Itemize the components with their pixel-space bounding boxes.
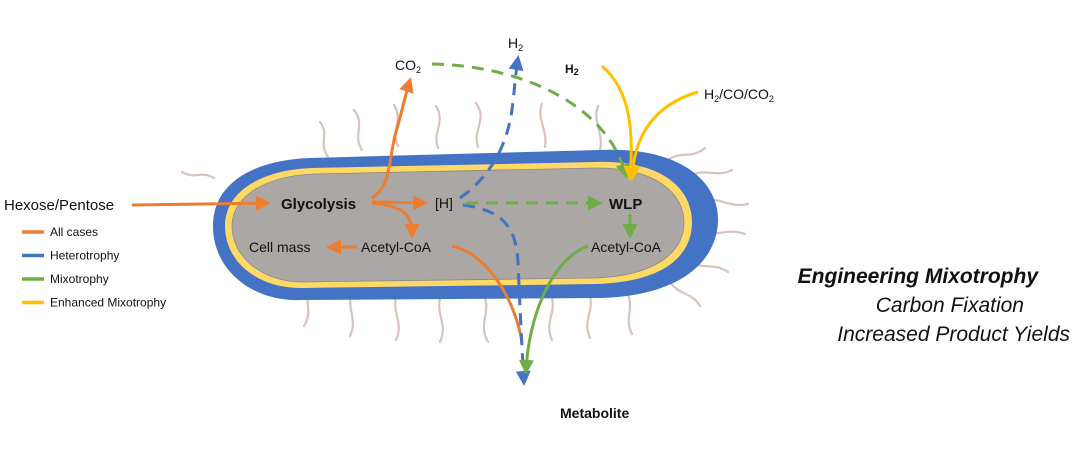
hexose-pentose-label: Hexose/Pentose bbox=[4, 197, 114, 214]
h2-right-label: H2 bbox=[565, 62, 579, 77]
flagellum bbox=[434, 104, 441, 150]
acetyl-coa-right-label: Acetyl-CoA bbox=[591, 239, 662, 255]
glycolysis-to-co2-arrow bbox=[371, 77, 414, 200]
flagellum bbox=[438, 296, 444, 344]
h2-to-wlp-arrow bbox=[601, 64, 639, 181]
syngas-to-wlp-arrow bbox=[625, 90, 699, 181]
syngas-label: H2/CO/CO2 bbox=[704, 86, 774, 104]
h-to-h2-arrow bbox=[459, 55, 524, 200]
cytoplasm bbox=[231, 167, 685, 283]
acetylcoa-to-metabolite-green-arrow bbox=[518, 244, 589, 375]
flagellum bbox=[394, 294, 400, 342]
flagellum bbox=[539, 102, 547, 149]
flagellum bbox=[548, 296, 554, 342]
flagellum bbox=[668, 280, 702, 308]
flagellum bbox=[482, 296, 490, 344]
legend-label: Heterotrophy bbox=[50, 249, 119, 263]
legend: All casesHeterotrophyMixotrophyEnhanced … bbox=[22, 225, 166, 310]
legend-label: Mixotrophy bbox=[50, 272, 109, 286]
green-arrows bbox=[431, 62, 638, 375]
h-reducing-label: [H] bbox=[435, 195, 453, 211]
flagellum bbox=[180, 170, 216, 180]
co2-label: CO2 bbox=[395, 57, 421, 75]
orange-arrows bbox=[131, 77, 524, 343]
cell-mass-label: Cell mass bbox=[249, 239, 310, 255]
h-to-metabolite-arrow bbox=[462, 203, 531, 386]
side-text-line3: Increased Product Yields bbox=[837, 323, 1070, 346]
glycolysis-to-h-arrow bbox=[371, 195, 428, 211]
side-text-line1: Engineering Mixotrophy bbox=[798, 265, 1040, 288]
flagellum bbox=[666, 146, 707, 162]
flagellum bbox=[318, 120, 330, 159]
side-text-line2: Carbon Fixation bbox=[876, 294, 1024, 317]
wlp-label: WLP bbox=[609, 196, 642, 213]
flagellum bbox=[690, 168, 734, 177]
h2-top-label: H2 bbox=[508, 35, 523, 53]
blue-arrows bbox=[459, 55, 531, 386]
glycolysis-to-acetylcoa-arrow bbox=[371, 201, 420, 239]
yellow-arrows bbox=[601, 64, 699, 181]
flagellum bbox=[474, 101, 482, 149]
acetyl-coa-left-label: Acetyl-CoA bbox=[361, 239, 432, 255]
flagellum bbox=[586, 294, 592, 340]
hexose-to-glycolysis-arrow bbox=[131, 195, 271, 211]
legend-label: Enhanced Mixotrophy bbox=[50, 296, 166, 310]
metabolite-label: Metabolite bbox=[560, 405, 629, 421]
acetylcoa-to-metabolite-arrow bbox=[451, 244, 524, 343]
flagellum bbox=[626, 292, 634, 336]
legend-label: All cases bbox=[50, 225, 98, 239]
flagellum bbox=[352, 108, 364, 152]
glycolysis-label: Glycolysis bbox=[281, 196, 356, 213]
